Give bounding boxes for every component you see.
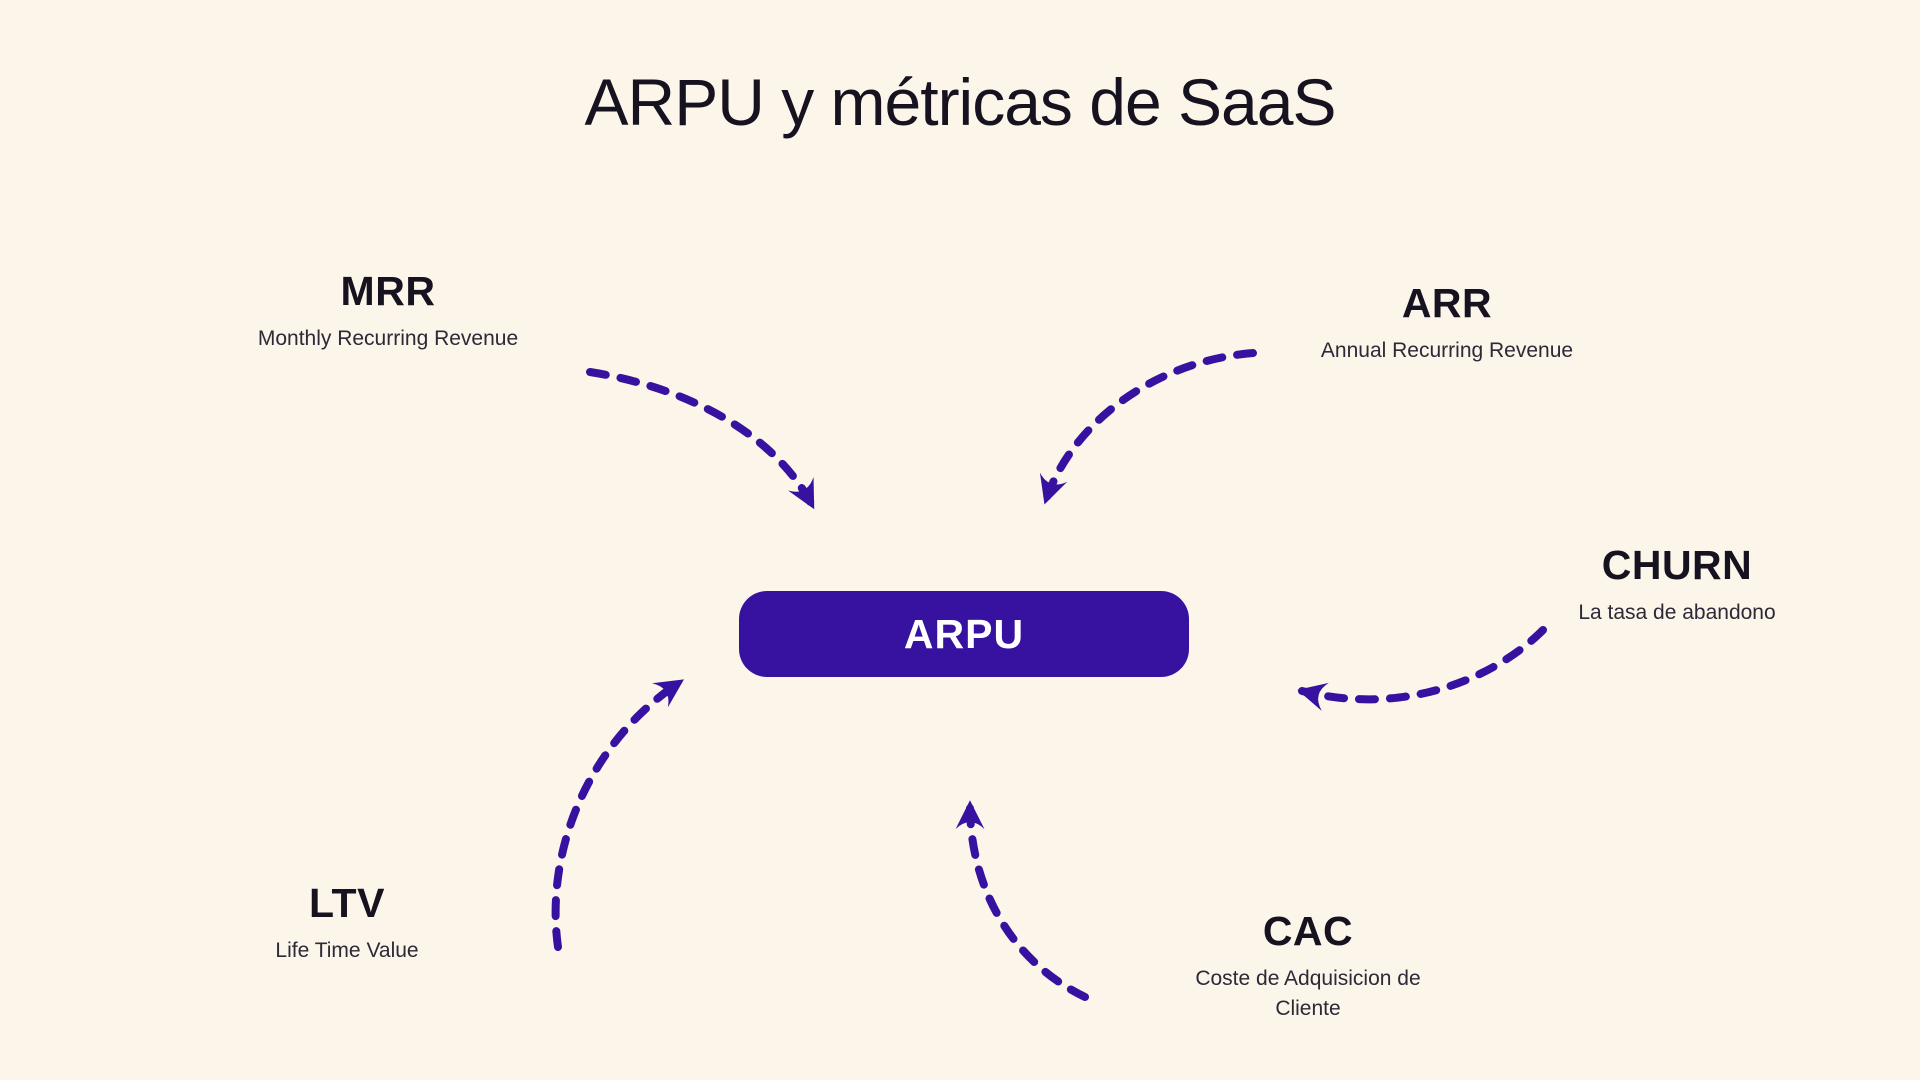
arrow-cac-to-arpu-icon xyxy=(955,800,1089,1001)
arrow-mrr-to-arpu-icon xyxy=(586,368,816,510)
metric-arr-description: Annual Recurring Revenue xyxy=(1320,339,1574,362)
metric-cac: CAC Coste de Adquisicion de Cliente xyxy=(1168,908,1448,1025)
arpu-center-label: ARPU xyxy=(903,610,1025,657)
metric-mrr-abbr: MRR xyxy=(340,268,436,314)
metric-ltv: LTV Life Time Value xyxy=(275,880,418,966)
metric-ltv-description: Life Time Value xyxy=(275,939,419,962)
arrow-arr-to-arpu-icon xyxy=(1039,349,1257,505)
page-title: ARPU y métricas de SaaS xyxy=(584,65,1337,139)
arpu-center-pill: ARPU xyxy=(739,591,1189,677)
metric-cac-description: Coste de Adquisicion de Cliente xyxy=(1195,967,1421,1021)
arrow-churn-to-arpu-icon xyxy=(1297,626,1547,711)
metric-arr: ARR Annual Recurring Revenue xyxy=(1321,280,1573,366)
arrow-ltv-to-arpu-icon xyxy=(551,678,684,951)
metric-arr-abbr: ARR xyxy=(1401,280,1493,326)
metric-ltv-abbr: LTV xyxy=(309,880,385,926)
metric-mrr: MRR Monthly Recurring Revenue xyxy=(258,268,518,354)
metric-mrr-description: Monthly Recurring Revenue xyxy=(257,327,519,350)
metric-churn-abbr: CHURN xyxy=(1601,542,1753,588)
metric-churn-description: La tasa de abandono xyxy=(1578,601,1776,624)
metric-churn: CHURN La tasa de abandono xyxy=(1578,542,1775,628)
metric-cac-abbr: CAC xyxy=(1262,908,1354,954)
